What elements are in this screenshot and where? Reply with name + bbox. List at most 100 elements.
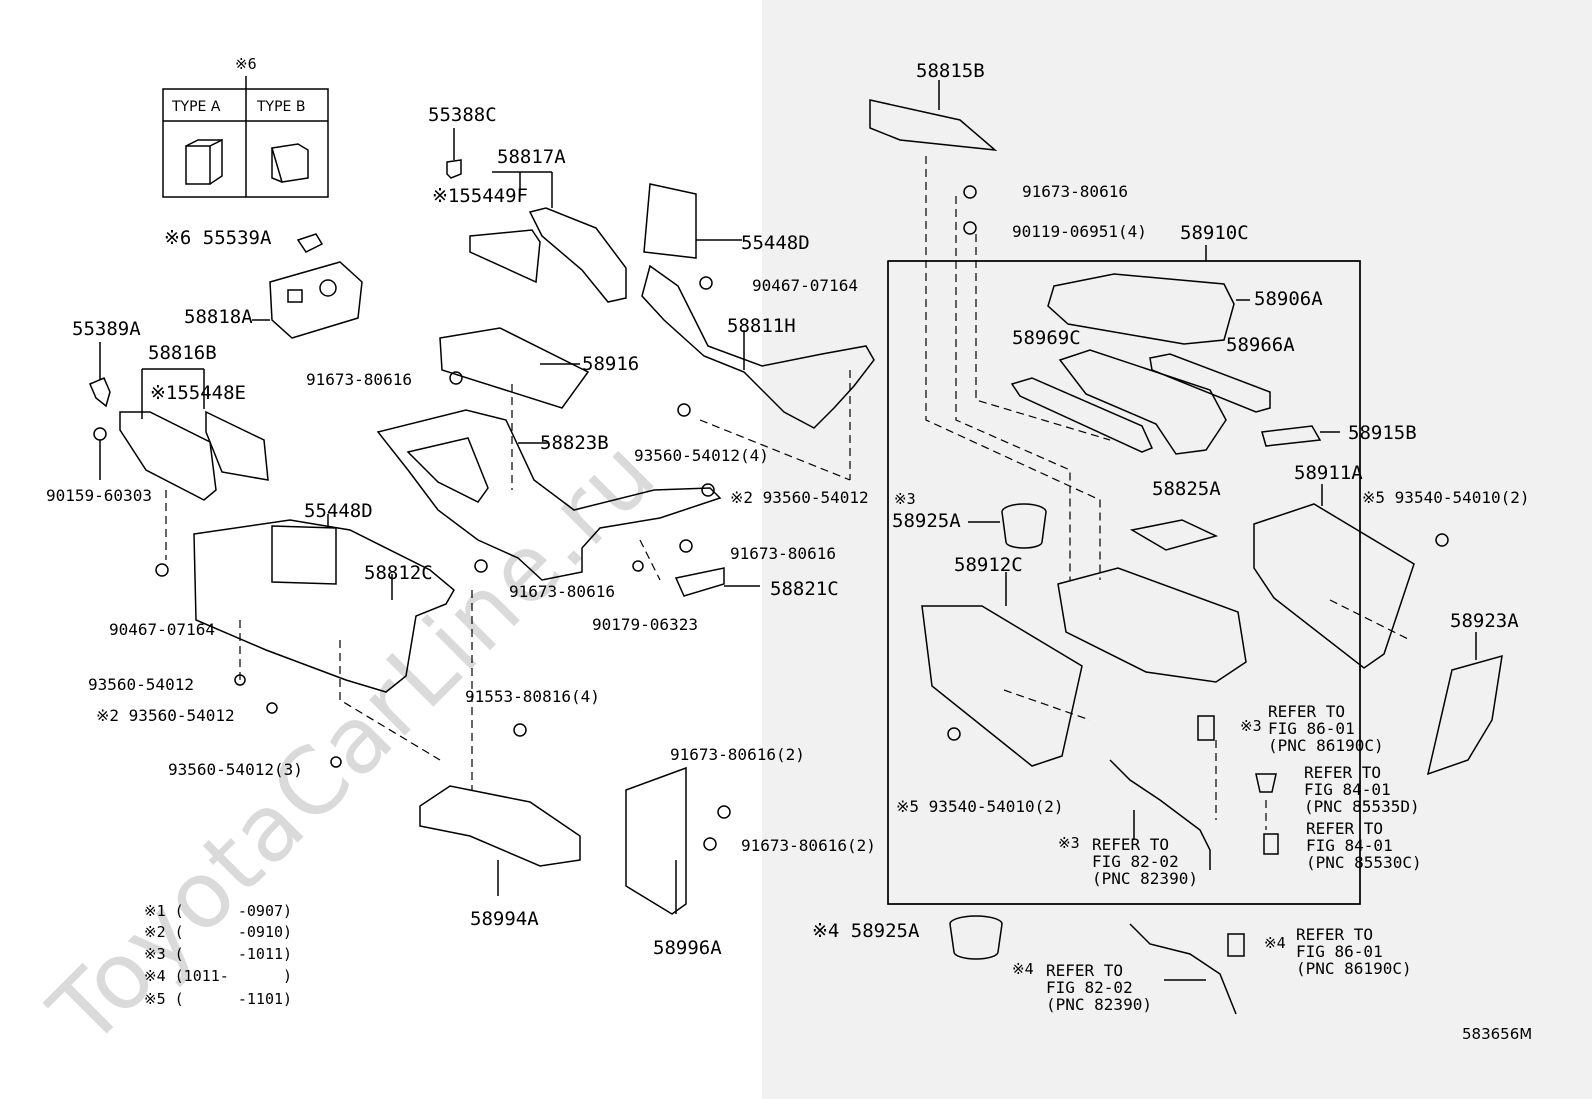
label-91673-80616-a: 91673-80616 (306, 370, 412, 389)
label-55448d-mid: 55448D (304, 500, 373, 522)
label-93560-54012-3: 93560-54012(3) (168, 760, 303, 779)
part-55448d-top-shape (643, 183, 697, 259)
part-55388c-shape (446, 159, 462, 179)
part-55389a-shape (89, 377, 111, 408)
label-58821c: 58821C (770, 578, 839, 600)
ref-85535d: REFER TO FIG 84-01 (PNC 85535D) (1304, 763, 1420, 816)
label-93560-54012-x2b: ※2 93560-54012 (96, 706, 235, 725)
label-90467-07164-mid: 90467-07164 (109, 620, 215, 639)
part-58925a-x4-shape (949, 915, 1003, 960)
label-58911a: 58911A (1294, 462, 1363, 484)
label-55388c: 55388C (428, 104, 497, 126)
label-55448d-top: 55448D (741, 232, 810, 254)
label-58817a: 58817A (497, 146, 566, 168)
part-connector-86190c-x3 (1197, 715, 1215, 741)
label-58915b: 58915B (1348, 422, 1417, 444)
legend-2: ※2 ( -0910) (144, 923, 293, 941)
label-58815b: 58815B (916, 60, 985, 82)
part-armrest-hinge-base (1058, 349, 1227, 455)
part-58811h-shape (641, 264, 875, 429)
part-58906a-shape (1047, 273, 1235, 345)
label-93540-54010-x5b: ※5 93540-54010(2) (896, 797, 1064, 816)
ref4-mark: ※3 (1058, 834, 1080, 852)
label-91673-80616-r: 91673-80616 (1022, 182, 1128, 201)
label-58912c: 58912C (954, 554, 1023, 576)
part-58823b-shape (376, 409, 722, 581)
part-socket-85530c (1263, 833, 1279, 855)
label-58906a: 58906A (1254, 288, 1323, 310)
part-console-box (1057, 567, 1247, 683)
label-55448e: ※155448E (150, 382, 246, 404)
part-58969c-shape (1010, 377, 1154, 453)
label-58818a: 58818A (184, 306, 253, 328)
legend-3: ※3 ( -1011) (144, 945, 293, 963)
label-55449f: ※155449F (432, 185, 528, 207)
label-93540-54010-x5a: ※5 93540-54010(2) (1362, 488, 1530, 507)
label-58811h: 58811H (727, 315, 796, 337)
part-58815b-shape (869, 99, 998, 151)
part-wire-82390-x4 (1129, 923, 1237, 1015)
ref5-mark: ※4 (1264, 934, 1286, 952)
label-93560-54012-a: 93560-54012 (88, 675, 194, 694)
label-58816b: 58816B (148, 342, 217, 364)
label-91673-80616-b: 91673-80616 (730, 544, 836, 563)
part-58812c-shape (193, 519, 455, 693)
part-58915b-shape (1261, 425, 1322, 447)
part-wire-82390-x3 (1109, 759, 1211, 870)
part-58818a-shape (269, 261, 363, 339)
label-58825a: 58825A (1152, 478, 1221, 500)
type-b-label: TYPE B (257, 99, 306, 115)
label-58994a: 58994A (470, 908, 539, 930)
part-58825a-shape (1129, 519, 1219, 551)
label-58969c: 58969C (1012, 327, 1081, 349)
label-91553-80816-4: 91553-80816(4) (465, 687, 600, 706)
label-58966a: 58966A (1226, 334, 1295, 356)
label-90159-60303: 90159-60303 (46, 486, 152, 505)
label-91673-80616-2a: 91673-80616(2) (670, 745, 805, 764)
legend-1: ※1 ( -0907) (144, 902, 293, 920)
legend-5: ※5 ( -1101) (144, 990, 293, 1008)
part-58911a-shape (1253, 503, 1415, 669)
label-91673-80616-c: 91673-80616 (509, 582, 615, 601)
part-58994a-shape (419, 785, 581, 867)
label-58823b: 58823B (540, 432, 609, 454)
label-58925a-x3: 58925A (892, 510, 961, 532)
part-connector-86190c-x4 (1227, 933, 1245, 957)
part-55448e-shape (205, 410, 269, 481)
label-55389a: 55389A (72, 318, 141, 340)
figure-code: 583656M (1462, 1025, 1533, 1043)
fasteners (155, 185, 1449, 851)
ref6-mark: ※4 (1012, 960, 1034, 978)
part-58996a-shape (625, 766, 687, 915)
ref-86190c-x4: REFER TO FIG 86-01 (PNC 86190C) (1296, 925, 1412, 978)
legend-4: ※4 (1011- ) (144, 967, 293, 985)
label-93560-54012-4: 93560-54012(4) (634, 446, 769, 465)
part-55448d-mid-shape (271, 525, 337, 585)
part-58912c-shape (921, 605, 1083, 767)
part-58925a-x3-shape (1001, 503, 1047, 549)
label-58923a: 58923A (1450, 610, 1519, 632)
part-55539a-shape (296, 233, 324, 253)
label-58916: 58916 (582, 353, 640, 375)
label-91673-80616-2b: 91673-80616(2) (741, 836, 876, 855)
part-58916-shape (439, 327, 590, 409)
part-58816b-shape (119, 411, 217, 501)
shaded-panel (762, 0, 1592, 1099)
part-55449f-shape (469, 229, 541, 284)
label-90179-06323: 90179-06323 (592, 615, 698, 634)
part-58821c-shape (674, 567, 725, 597)
type-box-note: ※6 (235, 55, 257, 73)
part-58817a-shape (528, 207, 627, 303)
label-58996a: 58996A (653, 937, 722, 959)
type-a-label: TYPE A (172, 99, 221, 115)
ref1-mark: ※3 (1240, 717, 1262, 735)
ref-82390-x3: REFER TO FIG 82-02 (PNC 82390) (1092, 835, 1198, 888)
part-58966a-shape (1149, 353, 1271, 413)
label-90119-06951-4: 90119-06951(4) (1012, 222, 1147, 241)
label-58925a-x4: ※4 58925A (812, 920, 920, 942)
type-selection-box (162, 76, 329, 198)
label-58812c: 58812C (364, 562, 433, 584)
ref-82390-x4: REFER TO FIG 82-02 (PNC 82390) (1046, 961, 1152, 1014)
label-90467-07164-top: 90467-07164 (752, 276, 858, 295)
